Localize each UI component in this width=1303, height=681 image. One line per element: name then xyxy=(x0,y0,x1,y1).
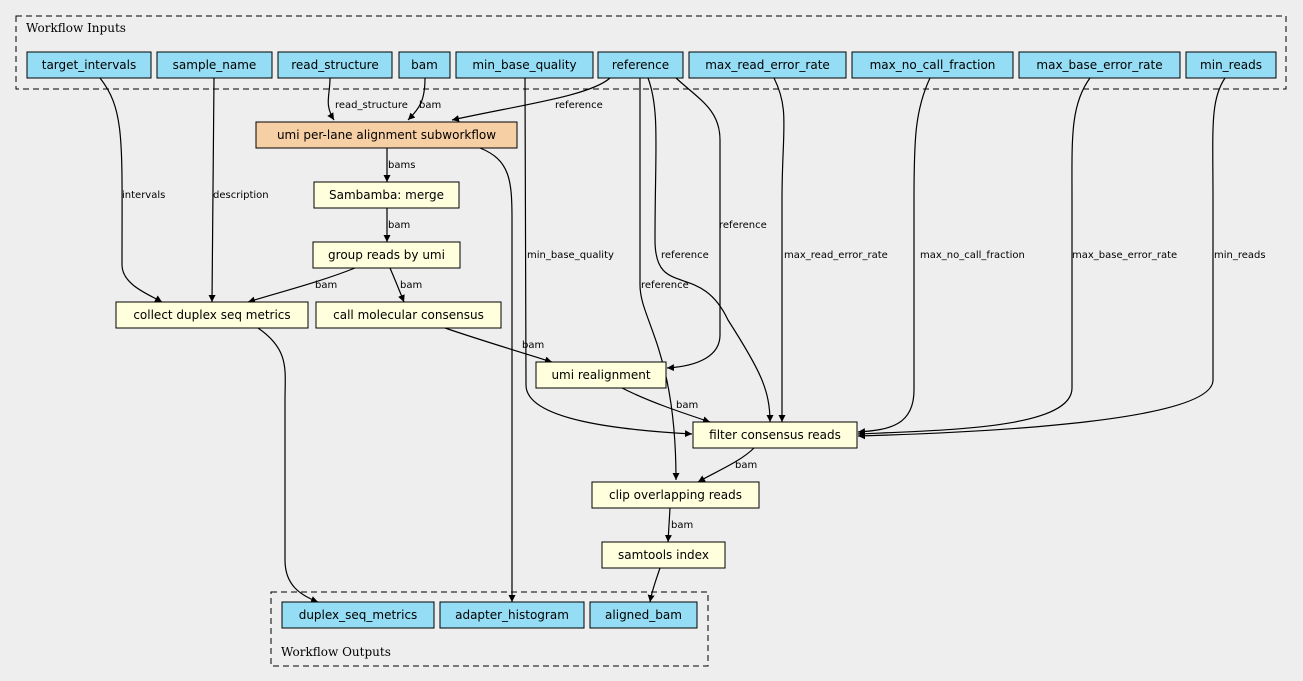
step-samtools-index[interactable]: samtools index xyxy=(601,541,726,569)
step-umi-realignment-label: umi realignment xyxy=(551,368,650,382)
input-max-read-error-rate[interactable]: max_read_error_rate xyxy=(688,51,847,79)
edge-label-consensus-to-realign: bam xyxy=(522,340,544,351)
edge-metrics-to-output xyxy=(257,327,319,603)
edge-label-max-no-call-fraction: max_no_call_fraction xyxy=(920,250,1025,261)
edge-label-group-to-metrics: bam xyxy=(315,280,337,291)
edge-label-bams: bams xyxy=(388,160,415,171)
step-umi-realignment[interactable]: umi realignment xyxy=(535,361,667,389)
edge-realign-to-filter xyxy=(621,387,711,424)
edge-description xyxy=(208,77,216,303)
edge-consensus-to-realign xyxy=(444,327,553,364)
edge-labels: read_structure bam reference bams bam in… xyxy=(122,100,1266,531)
edge-label-read-structure: read_structure xyxy=(335,100,408,111)
edge-label-min-reads: min_reads xyxy=(1214,250,1266,261)
edge-bam xyxy=(407,77,426,121)
edge-read-structure xyxy=(327,77,335,121)
edge-group-to-consensus xyxy=(389,267,405,303)
input-bam-label: bam xyxy=(411,58,438,72)
edge-filter-to-clip xyxy=(697,447,755,483)
nodes: target_intervals sample_name read_struct… xyxy=(26,51,1277,629)
edge-label-merge-bam: bam xyxy=(388,220,410,231)
step-group-reads-by-umi[interactable]: group reads by umi xyxy=(312,241,461,269)
input-max-no-call-fraction-label: max_no_call_fraction xyxy=(870,58,996,72)
output-aligned-bam[interactable]: aligned_bam xyxy=(589,601,698,629)
output-duplex-seq-metrics[interactable]: duplex_seq_metrics xyxy=(281,601,435,629)
step-sambamba-merge-label: Sambamba: merge xyxy=(329,188,444,202)
edge-reference-realign xyxy=(666,77,721,372)
step-filter-consensus-reads[interactable]: filter consensus reads xyxy=(692,421,858,449)
edge-label-reference: reference xyxy=(555,100,603,111)
edge-label-reference-clip: reference xyxy=(641,280,689,291)
edge-max-base-error-rate xyxy=(857,77,1091,438)
input-max-no-call-fraction[interactable]: max_no_call_fraction xyxy=(851,51,1014,79)
edge-label-min-base-quality: min_base_quality xyxy=(527,250,614,261)
step-clip-overlapping-reads[interactable]: clip overlapping reads xyxy=(591,481,760,509)
output-duplex-seq-metrics-label: duplex_seq_metrics xyxy=(299,608,418,622)
edge-reference-subworkflow xyxy=(451,77,611,122)
step-samtools-index-label: samtools index xyxy=(618,548,709,562)
input-max-read-error-rate-label: max_read_error_rate xyxy=(705,58,830,72)
input-max-base-error-rate[interactable]: max_base_error_rate xyxy=(1018,51,1181,79)
edge-label-clip-to-index: bam xyxy=(671,520,693,531)
step-collect-duplex-seq-metrics[interactable]: collect duplex seq metrics xyxy=(115,301,309,329)
workflow-outputs-cluster: Workflow Outputs xyxy=(270,591,709,667)
step-sambamba-merge[interactable]: Sambamba: merge xyxy=(313,181,460,209)
step-umi-alignment-subworkflow[interactable]: umi per-lane alignment subworkflow xyxy=(255,121,518,149)
edge-label-reference-filter: reference xyxy=(661,250,709,261)
workflow-outputs-title: Workflow Outputs xyxy=(281,645,391,659)
input-target-intervals[interactable]: target_intervals xyxy=(26,51,152,79)
workflow-inputs-cluster: Workflow Inputs xyxy=(15,15,1287,90)
edge-reference-clip xyxy=(639,78,680,481)
output-adapter-histogram-label: adapter_histogram xyxy=(455,608,569,622)
workflow-inputs-title: Workflow Inputs xyxy=(26,21,126,35)
step-filter-consensus-reads-label: filter consensus reads xyxy=(709,428,841,442)
edge-subworkflow-to-adapter-histogram xyxy=(479,147,516,602)
edge-index-to-aligned-bam xyxy=(647,567,661,603)
input-min-reads-label: min_reads xyxy=(1200,58,1262,72)
input-sample-name[interactable]: sample_name xyxy=(156,51,273,79)
edge-group-to-metrics xyxy=(247,267,356,304)
input-read-structure-label: read_structure xyxy=(291,58,378,72)
input-min-base-quality[interactable]: min_base_quality xyxy=(455,51,594,79)
edge-max-read-error-rate xyxy=(773,77,786,422)
edge-label-realign-to-filter: bam xyxy=(676,400,698,411)
edge-reference-filter xyxy=(647,77,774,423)
step-umi-alignment-subworkflow-label: umi per-lane alignment subworkflow xyxy=(277,128,496,142)
step-group-reads-by-umi-label: group reads by umi xyxy=(328,248,445,262)
input-min-reads[interactable]: min_reads xyxy=(1185,51,1277,79)
output-adapter-histogram[interactable]: adapter_histogram xyxy=(439,601,585,629)
output-aligned-bam-label: aligned_bam xyxy=(605,608,682,622)
input-reference-label: reference xyxy=(612,58,669,72)
edge-min-base-quality xyxy=(524,77,693,438)
edge-label-group-to-consensus: bam xyxy=(400,280,422,291)
edge-label-max-base-error-rate: max_base_error_rate xyxy=(1072,250,1177,261)
edge-clip-to-index xyxy=(664,507,672,543)
edge-label-intervals: intervals xyxy=(122,190,165,201)
step-call-molecular-consensus-label: call molecular consensus xyxy=(333,308,484,322)
edge-label-reference-realign: reference xyxy=(719,220,767,231)
step-clip-overlapping-reads-label: clip overlapping reads xyxy=(609,488,742,502)
input-max-base-error-rate-label: max_base_error_rate xyxy=(1036,58,1162,72)
edges xyxy=(99,77,1226,603)
input-bam[interactable]: bam xyxy=(398,51,451,79)
step-call-molecular-consensus[interactable]: call molecular consensus xyxy=(315,301,502,329)
input-min-base-quality-label: min_base_quality xyxy=(472,58,576,72)
step-collect-duplex-seq-metrics-label: collect duplex seq metrics xyxy=(133,308,290,322)
edge-max-no-call-fraction xyxy=(857,77,931,436)
input-reference[interactable]: reference xyxy=(597,51,684,79)
edge-label-description: description xyxy=(213,190,269,201)
edge-min-reads xyxy=(857,77,1226,440)
edge-label-bam: bam xyxy=(419,100,441,111)
edge-label-max-read-error-rate: max_read_error_rate xyxy=(784,250,888,261)
input-read-structure[interactable]: read_structure xyxy=(277,51,393,79)
input-target-intervals-label: target_intervals xyxy=(42,58,137,72)
input-sample-name-label: sample_name xyxy=(173,58,257,72)
edge-intervals xyxy=(99,77,163,303)
edge-label-filter-to-clip: bam xyxy=(735,460,757,471)
